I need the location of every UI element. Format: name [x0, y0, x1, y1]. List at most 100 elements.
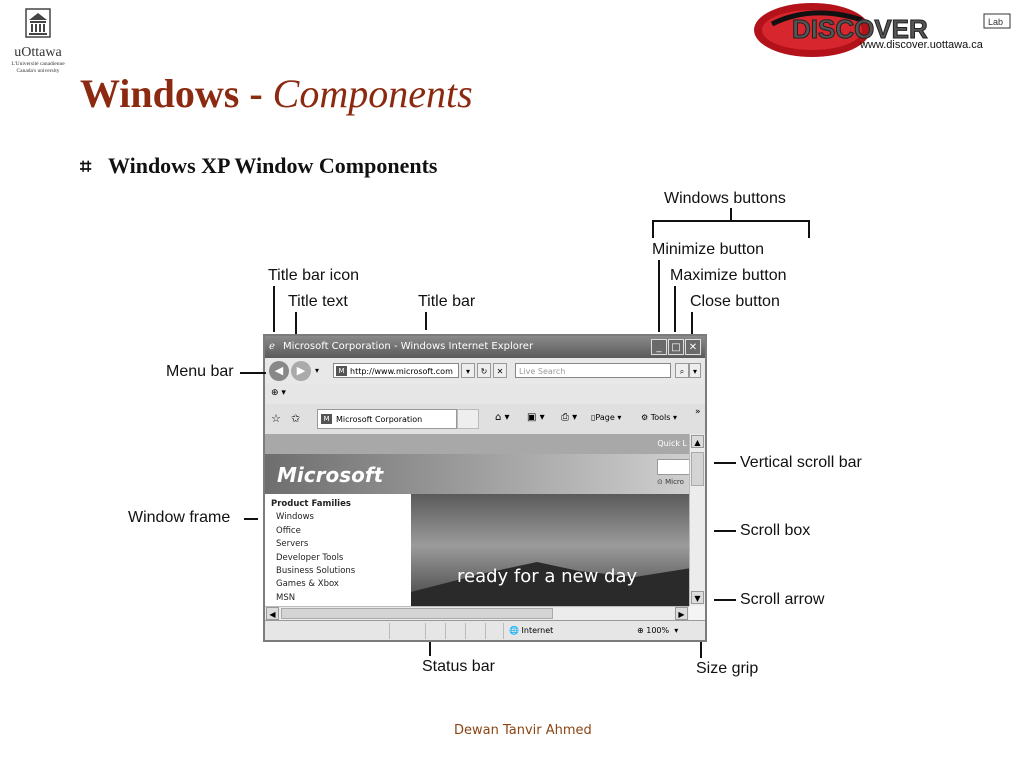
- tab-bar: ☆ ✩ M Microsoft Corporation ⌂ ▾ ▣ ▾ ⎙ ▾ …: [265, 404, 705, 435]
- scrollarrow-leader: [714, 599, 736, 601]
- minimize-button[interactable]: _: [651, 339, 667, 355]
- product-families-heading: Product Families: [271, 499, 351, 509]
- forward-icon[interactable]: ▶: [291, 361, 311, 381]
- microsoft-logo[interactable]: Microsoft: [277, 463, 384, 487]
- add-favorites-icon[interactable]: ✩: [291, 412, 301, 425]
- bracket-line: [808, 220, 810, 238]
- title-icon-leader: [273, 286, 275, 332]
- search-icon[interactable]: ⌕: [675, 363, 689, 378]
- status-divider: [425, 623, 426, 639]
- tools-menu[interactable]: ⚙ Tools ▾: [641, 413, 677, 422]
- title-bar[interactable]: ℯ Microsoft Corporation - Windows Intern…: [265, 336, 705, 358]
- links-bar: ⊕ ▾: [265, 384, 705, 404]
- list-item[interactable]: Developer Tools: [276, 552, 344, 563]
- search-options-icon[interactable]: ▾: [689, 363, 701, 378]
- msn-icon: M: [336, 366, 347, 376]
- chevron-more-icon[interactable]: »: [695, 407, 701, 417]
- rss-icon[interactable]: ▣ ▾: [527, 412, 545, 423]
- bullet-item: ⌗ Windows XP Window Components: [80, 153, 438, 179]
- ie-icon: ℯ: [269, 341, 275, 352]
- maximize-leader: [674, 286, 676, 332]
- title-italic: Components: [272, 71, 473, 116]
- label-scroll-box: Scroll box: [740, 522, 811, 539]
- title-main: Windows -: [80, 71, 273, 116]
- status-zone: 🌐 Internet: [509, 626, 554, 635]
- scroll-box[interactable]: [691, 452, 704, 486]
- list-item[interactable]: MSN: [276, 592, 296, 603]
- close-leader: [691, 312, 693, 334]
- bullet-text: Windows XP Window Components: [108, 153, 438, 178]
- bracket-line: [652, 220, 654, 238]
- favorites-star-icon[interactable]: ☆: [271, 412, 281, 425]
- home-icon[interactable]: ⌂ ▾: [495, 412, 510, 423]
- close-button[interactable]: ✕: [685, 339, 701, 355]
- tab-microsoft[interactable]: M Microsoft Corporation: [317, 409, 457, 429]
- print-icon[interactable]: ⎙ ▾: [561, 412, 578, 423]
- title-bar-leader: [425, 312, 427, 330]
- zoom-control[interactable]: ⊕ 100% ▾: [637, 626, 679, 635]
- label-window-frame: Window frame: [128, 509, 231, 526]
- window-screenshot: ℯ Microsoft Corporation - Windows Intern…: [263, 334, 707, 642]
- site-search-option[interactable]: ⊙ Micro: [657, 478, 684, 486]
- list-item[interactable]: Servers: [276, 539, 309, 550]
- page-menu[interactable]: ▯Page ▾: [591, 413, 622, 422]
- list-item[interactable]: Windows: [276, 512, 314, 523]
- list-item[interactable]: Business Solutions: [276, 566, 356, 577]
- scroll-down-arrow[interactable]: ▼: [691, 591, 704, 604]
- slide-title: Windows - Components: [80, 70, 473, 117]
- window-frame-leader: [244, 518, 258, 520]
- microsoft-banner: [265, 454, 689, 494]
- bracket-line: [652, 220, 810, 222]
- label-close-button: Close button: [690, 293, 780, 310]
- footer-author: Dewan Tanvir Ahmed: [454, 723, 592, 738]
- label-title-text: Title text: [288, 293, 348, 310]
- maximize-button[interactable]: □: [668, 339, 684, 355]
- feeds-icon[interactable]: ⊕ ▾: [271, 388, 286, 398]
- label-scroll-arrow: Scroll arrow: [740, 591, 825, 608]
- list-item[interactable]: Games & Xbox: [276, 579, 339, 590]
- stop-icon[interactable]: ✕: [493, 363, 507, 378]
- label-maximize-button: Maximize button: [670, 267, 787, 284]
- discover-lab-logo: DISCOVER Lab: [754, 3, 1011, 57]
- search-input[interactable]: Live Search: [515, 363, 671, 378]
- label-status-bar: Status bar: [422, 658, 495, 675]
- label-menu-bar: Menu bar: [166, 363, 234, 380]
- vertical-scroll-bar[interactable]: ▲ ▼: [689, 434, 705, 606]
- scroll-up-arrow[interactable]: ▲: [691, 435, 704, 448]
- bullet-icon: ⌗: [80, 156, 92, 178]
- horizontal-scroll-box[interactable]: [281, 608, 553, 619]
- status-divider: [503, 623, 504, 639]
- site-search-input[interactable]: [657, 459, 689, 475]
- scroll-left-arrow[interactable]: ◀: [266, 607, 279, 620]
- university-sub-english: Canada's university: [16, 67, 60, 74]
- tab-label: Microsoft Corporation: [336, 415, 423, 424]
- university-sub-french: L'Université canadienne: [11, 61, 65, 67]
- quick-links[interactable]: Quick L: [265, 434, 689, 454]
- scroll-right-arrow[interactable]: ▶: [675, 607, 688, 620]
- new-tab-button[interactable]: [457, 409, 479, 429]
- label-size-grip: Size grip: [696, 660, 759, 677]
- minimize-leader: [658, 260, 660, 332]
- status-divider: [389, 623, 390, 639]
- label-vertical-scroll-bar: Vertical scroll bar: [740, 454, 862, 471]
- label-title-bar-icon: Title bar icon: [268, 267, 359, 284]
- building-icon: [25, 8, 51, 38]
- refresh-icon[interactable]: ↻: [477, 363, 491, 378]
- title-text-leader: [295, 312, 297, 334]
- address-bar[interactable]: M http://www.microsoft.com: [333, 363, 459, 378]
- status-bar: 🌐 Internet ⊕ 100% ▾: [265, 620, 705, 640]
- back-icon[interactable]: ◀: [269, 361, 289, 381]
- lab-url[interactable]: www.discover.uottawa.ca: [860, 39, 983, 51]
- university-name: uOttawa: [14, 45, 62, 60]
- msn-icon: M: [321, 414, 332, 424]
- horizontal-scroll-bar[interactable]: ◀ ▶: [265, 606, 689, 620]
- list-item[interactable]: Office: [276, 525, 301, 536]
- label-windows-buttons: Windows buttons: [664, 190, 786, 207]
- menu-bar-leader: [240, 372, 266, 374]
- hero-image[interactable]: ready for a new day: [411, 494, 689, 606]
- address-text: http://www.microsoft.com: [350, 367, 453, 376]
- chevron-down-icon[interactable]: ▾: [315, 366, 320, 375]
- address-dropdown-icon[interactable]: ▾: [461, 363, 475, 378]
- window-title-text: Microsoft Corporation - Windows Internet…: [283, 341, 534, 352]
- sizegrip-leader: [700, 642, 702, 658]
